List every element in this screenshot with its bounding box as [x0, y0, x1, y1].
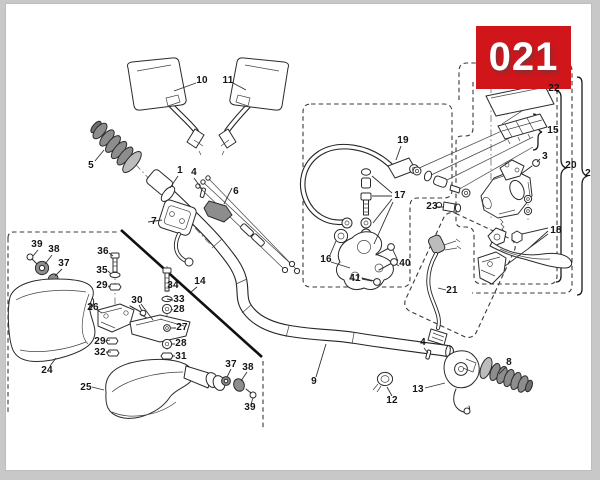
part-label-4: 4 [191, 167, 197, 178]
part-label-36: 36 [97, 246, 109, 257]
part-label-17: 17 [394, 190, 406, 201]
cross-brace [120, 229, 263, 358]
figure-code: 021 [488, 35, 559, 79]
part-label-34: 34 [167, 280, 179, 291]
clamp-bracket-group [333, 228, 398, 291]
part-label-35: 35 [96, 265, 108, 276]
part-label-39: 39 [244, 402, 256, 413]
leader-lines [32, 82, 549, 405]
part-label-22: 22 [548, 83, 560, 94]
part-label-39: 39 [31, 239, 43, 250]
part-label-28: 28 [175, 338, 187, 349]
part-label-31: 31 [175, 351, 187, 362]
part-label-4: 4 [420, 337, 426, 348]
part-label-33: 33 [173, 294, 185, 305]
part-label-32: 32 [94, 347, 106, 358]
part-label-38: 38 [48, 244, 60, 255]
part-label-23: 23 [426, 201, 438, 212]
part-label-16: 16 [320, 254, 332, 265]
part-label-11: 11 [222, 75, 234, 86]
part-label-28: 28 [173, 304, 185, 315]
part-label-6: 6 [233, 186, 239, 197]
clutch-cables [195, 175, 301, 275]
part-label-14: 14 [194, 276, 206, 287]
part-label-29: 29 [96, 280, 108, 291]
part-label-30: 30 [131, 295, 143, 306]
throttle-group [372, 349, 533, 415]
part-label-9: 9 [311, 376, 317, 387]
bar-end-switch [146, 169, 206, 267]
part-label-24: 24 [41, 365, 53, 376]
part-label-7: 7 [151, 216, 157, 227]
part-label-37: 37 [58, 258, 70, 269]
left-grip [90, 120, 142, 174]
part-label-12: 12 [386, 395, 398, 406]
figure-code-badge: 021 [476, 26, 571, 89]
mirror-left [127, 57, 205, 156]
part-label-13: 13 [412, 384, 424, 395]
handguard-left [7, 253, 96, 362]
handlebar [151, 176, 454, 358]
part-label-1: 1 [177, 165, 183, 176]
part-label-41: 41 [349, 273, 361, 284]
handguard-right [105, 358, 257, 419]
master-cylinder-group [412, 83, 573, 285]
part-label-38: 38 [242, 362, 254, 373]
fastener-cluster [97, 252, 191, 360]
part-label-18: 18 [550, 225, 562, 236]
part-label-3: 3 [542, 151, 548, 162]
switch-cable [426, 234, 462, 346]
part-label-15: 15 [547, 125, 559, 136]
part-label-20: 20 [565, 160, 577, 171]
part-label-26: 26 [87, 302, 99, 313]
part-label-10: 10 [196, 75, 208, 86]
part-label-27: 27 [176, 322, 188, 333]
part-label-25: 25 [80, 382, 92, 393]
part-label-5: 5 [88, 160, 94, 171]
part-label-40: 40 [399, 258, 411, 269]
mirror-right [218, 57, 289, 156]
part-label-29: 29 [94, 336, 106, 347]
part-label-19: 19 [397, 135, 409, 146]
part-label-21: 21 [446, 285, 458, 296]
part-label-37: 37 [225, 359, 237, 370]
part-label-8: 8 [506, 357, 512, 368]
part-label-2: 2 [585, 168, 591, 179]
